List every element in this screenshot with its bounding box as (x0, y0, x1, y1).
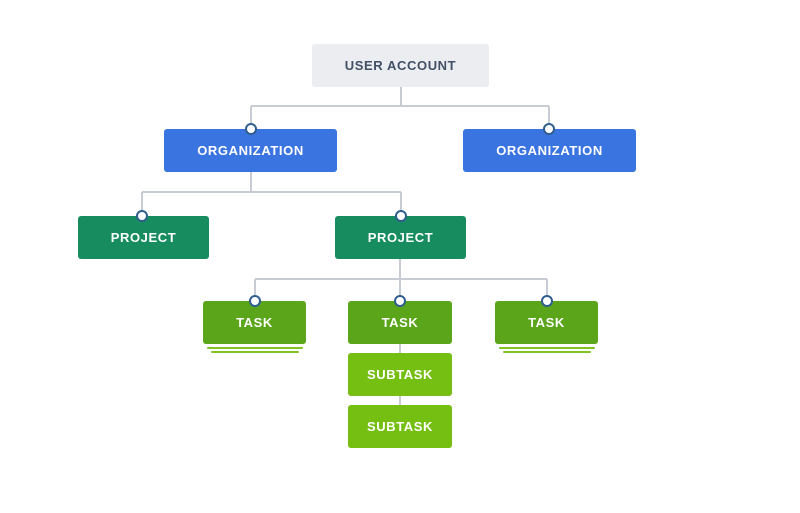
organization-node-1: ORGANIZATION (164, 129, 337, 172)
connector-dot-organization-2 (543, 123, 555, 135)
subtask-node-2: SUBTASK (348, 405, 452, 448)
task-node-1: TASK (203, 301, 306, 344)
project-node-1: PROJECT (78, 216, 209, 259)
connector-dot-task-1 (249, 295, 261, 307)
connector-dot-task-2 (394, 295, 406, 307)
organization-label-1: ORGANIZATION (197, 143, 304, 158)
project-node-2: PROJECT (335, 216, 466, 259)
organization-label-2: ORGANIZATION (496, 143, 603, 158)
user-account-node: USER ACCOUNT (312, 44, 489, 87)
connector-dot-organization-1 (245, 123, 257, 135)
connector-dot-project-2 (395, 210, 407, 222)
task-node-3: TASK (495, 301, 598, 344)
task-label-1: TASK (236, 315, 273, 330)
connector-dot-project-1 (136, 210, 148, 222)
project-label-2: PROJECT (367, 230, 434, 245)
task-stack-line-3a (499, 347, 595, 349)
task-stack-line-1a (207, 347, 303, 349)
task-label-2: TASK (381, 315, 419, 330)
connector-dot-task-3 (541, 295, 553, 307)
project-label-1: PROJECT (110, 230, 177, 245)
task-stack-line-3b (503, 351, 591, 353)
subtask-node-1: SUBTASK (348, 353, 452, 396)
task-stack-line-1b (211, 351, 299, 353)
organization-node-2: ORGANIZATION (463, 129, 636, 172)
user-account-label: USER ACCOUNT (344, 58, 457, 73)
task-node-2: TASK (348, 301, 452, 344)
task-label-3: TASK (528, 315, 565, 330)
subtask-label-1: SUBTASK (366, 367, 434, 382)
subtask-label-2: SUBTASK (366, 419, 434, 434)
